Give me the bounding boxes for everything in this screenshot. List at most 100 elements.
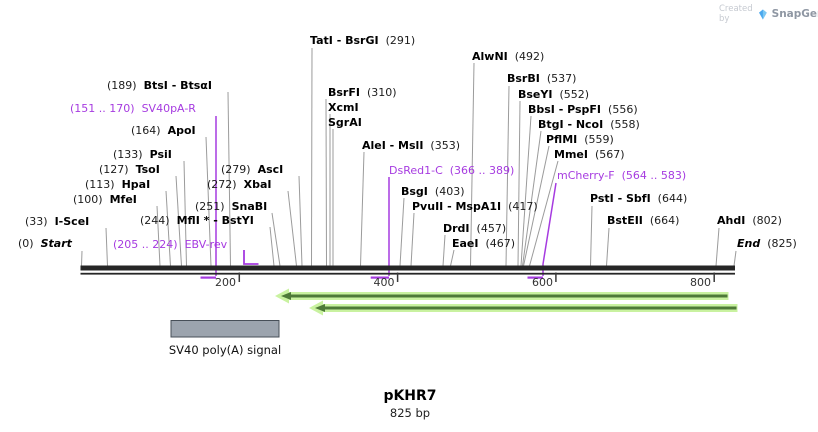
site-label-mfei[interactable]: (100)MfeI (73, 193, 137, 206)
leader-drdi (442, 234, 446, 267)
site-label-hpai[interactable]: (113)HpaI (85, 178, 150, 191)
site-label-start[interactable]: (0)Start (18, 237, 72, 250)
leader-alei (360, 151, 365, 267)
site-label-pflmi[interactable]: PflMI(559) (546, 133, 614, 146)
leader-xbai (287, 190, 297, 267)
site-label-bsgi[interactable]: BsgI(403) (401, 185, 465, 198)
watermark: Created by SnapGene (719, 4, 818, 24)
site-name: MmeI (554, 148, 588, 161)
leader-mfei (156, 205, 161, 267)
ruler-label-800: 800 (690, 276, 711, 289)
primer-bracket-ebv-rev[interactable] (243, 250, 259, 265)
leader-pvuii (410, 212, 415, 267)
site-pos: (244) (140, 214, 170, 227)
site-name: PvuII - MspA1I (412, 200, 502, 213)
site-label-i-scei[interactable]: (33) I-SceI (25, 215, 89, 228)
site-label-psti-sbfi[interactable]: PstI - SbfI(644) (590, 192, 687, 205)
site-label-dsred1-c[interactable]: DsRed1-C(366 .. 389) (389, 164, 514, 177)
site-label-bsrfi[interactable]: BsrFI(310) (328, 86, 397, 99)
site-label-asci[interactable]: (279)AscI (221, 163, 283, 176)
site-label-alei-msli[interactable]: AleI - MslI(353) (362, 139, 460, 152)
site-name: TsoI (135, 163, 160, 176)
site-label-xbai[interactable]: (272)XbaI (207, 178, 271, 191)
site-label-tati-bsrgi[interactable]: TatI - BsrGI(291) (310, 34, 415, 47)
site-pos: (492) (514, 50, 545, 63)
site-name: EBV-rev (184, 238, 228, 251)
site-name: EaeI (452, 237, 479, 250)
site-name: DrdI (443, 222, 470, 235)
site-pos: (251) (195, 200, 225, 213)
site-label-bbsi-pspfi[interactable]: BbsI - PspFI (556) (528, 103, 638, 116)
site-label-btgi-ncoi[interactable]: BtgI - NcoI (558) (538, 118, 640, 131)
ruler-label-200: 200 (215, 276, 236, 289)
primer-bar-mcherry-f[interactable] (527, 276, 544, 279)
site-pos: (558) (610, 118, 640, 131)
site-label-pvuii-mspa1i[interactable]: PvuII - MspA1I (417) (412, 200, 538, 213)
leader-bsgi (399, 197, 405, 267)
orf-arrow-2-head-core (315, 304, 325, 312)
primer-bar-sv40pa-r[interactable] (200, 276, 217, 279)
site-name: ApoI (167, 124, 196, 137)
site-name: BtsI - BtsαI (143, 79, 212, 92)
leader-btsi (227, 91, 231, 267)
site-pos: (279) (221, 163, 251, 176)
site-name: XcmI (328, 101, 359, 114)
orf-arrow-1-head-core (281, 292, 291, 300)
site-name: End (737, 237, 761, 250)
site-label-sgrai[interactable]: SgrAI (328, 116, 362, 129)
site-name: I-SceI (54, 215, 90, 228)
site-name: PflMI (546, 133, 578, 146)
site-label-alwni[interactable]: AlwNI(492) (472, 50, 544, 63)
site-label-btsi-btsai[interactable]: (189)BtsI - BtsαI (107, 79, 212, 92)
leader-bbsi (520, 115, 532, 267)
sv40-polya-box[interactable] (170, 320, 280, 338)
backbone-thick-line (80, 265, 735, 271)
ruler-label-400: 400 (373, 276, 395, 289)
site-pos: (664) (649, 214, 680, 227)
site-label-xcmi[interactable]: XcmI (328, 101, 359, 114)
snapgene-logo-icon (759, 8, 767, 20)
leader-i-scei (105, 227, 108, 267)
leader-lines (81, 47, 737, 267)
ruler-ticks (238, 272, 715, 282)
site-pos: (417) (508, 200, 538, 213)
plasmid-name: pKHR7 (383, 388, 437, 404)
site-name: MflI * - BstYI (176, 214, 254, 227)
site-label-bseyi[interactable]: BseYI(552) (518, 88, 589, 101)
site-pos: (291) (385, 34, 416, 47)
leader-asci (298, 175, 303, 267)
site-pos: (353) (430, 139, 461, 152)
sv40-polya-label: SV40 poly(A) signal (168, 343, 282, 357)
leader-hpai (165, 190, 171, 267)
site-name: SnaBI (231, 200, 268, 213)
site-name: XbaI (243, 178, 272, 191)
backbone-thin-line (80, 272, 735, 275)
site-label-ebv-rev[interactable]: (205 .. 224)EBV-rev (113, 238, 227, 251)
site-pos: (100) (73, 193, 103, 206)
site-label-end[interactable]: End(825) (737, 237, 797, 250)
site-name: BbsI - PspFI (528, 103, 602, 116)
watermark-brand: SnapGene (771, 8, 818, 20)
leader-bsteii (606, 227, 610, 267)
site-label-drdi[interactable]: DrdI(457) (443, 222, 506, 235)
site-label-apoi[interactable]: (164)ApoI (131, 124, 196, 137)
site-pos: (33) (25, 215, 48, 228)
leader-pflmi (523, 145, 550, 267)
site-label-bsrbi[interactable]: BsrBI(537) (507, 72, 576, 85)
site-label-mmei[interactable]: MmeI(567) (554, 148, 625, 161)
plasmid-title-block: pKHR7 825 bp (330, 388, 490, 420)
site-label-psii[interactable]: (133)PsiI (113, 148, 172, 161)
site-label-mcherry-f[interactable]: mCherry-F(564 .. 583) (557, 169, 686, 182)
site-label-ahdi[interactable]: AhdI(802) (717, 214, 782, 227)
site-label-eaei[interactable]: EaeI(467) (452, 237, 515, 250)
site-label-sv40pa-r[interactable]: (151 .. 170)SV40pA-R (70, 102, 196, 115)
site-label-snabi[interactable]: (251) SnaBI (195, 200, 267, 213)
site-label-bsteii[interactable]: BstEII(664) (607, 214, 679, 227)
site-label-tsoi[interactable]: (127)TsoI (99, 163, 160, 176)
site-label-mfli-bstyi[interactable]: (244) MflI * - BstYI (140, 214, 254, 227)
site-name: BtgI - NcoI (538, 118, 604, 131)
primer-bar-dsred1-c[interactable] (370, 276, 389, 279)
site-name: PstI - SbfI (590, 192, 651, 205)
site-pos: (556) (608, 103, 638, 116)
